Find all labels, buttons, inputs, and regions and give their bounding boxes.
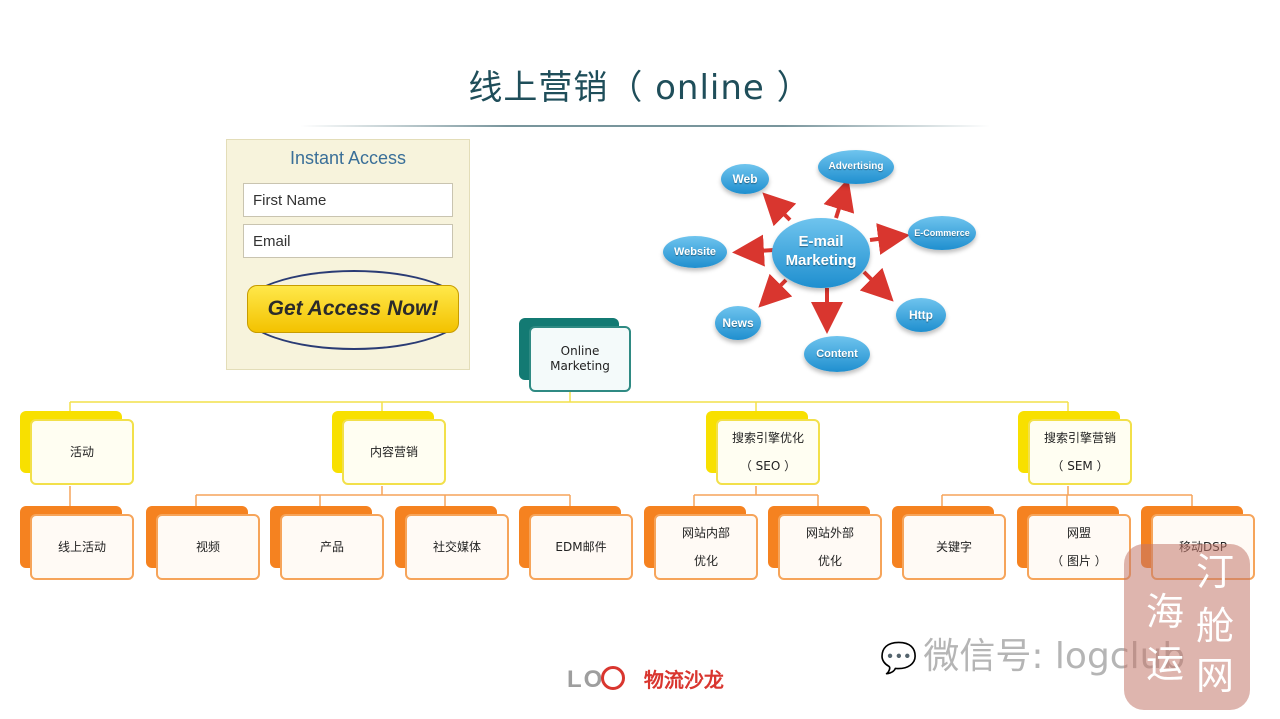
slide-title: 线上营销（ online ）: [468, 68, 812, 108]
cloud-arrows: [732, 178, 910, 334]
org-leaf-label: 社交媒体: [405, 514, 509, 580]
content-cloud: Content: [804, 336, 870, 372]
news-cloud: News: [715, 306, 761, 340]
org-leaf-label: 产品: [280, 514, 384, 580]
org-node-label: 内容营销: [342, 419, 446, 485]
button-swoosh: [241, 270, 467, 350]
org-node-label: 搜索引擎营销 （ SEM ）: [1028, 419, 1132, 485]
http-cloud: Http: [896, 298, 946, 332]
org-chart-connectors: [69, 390, 1193, 508]
org-leaf-label: EDM邮件: [529, 514, 633, 580]
org-leaf-label: 网站内部 优化: [654, 514, 758, 580]
wechat-icon: 💬: [880, 641, 918, 676]
org-leaf-label: 视频: [156, 514, 260, 580]
logo-cn-text: 物流沙龙: [643, 670, 724, 692]
website-cloud: Website: [663, 236, 727, 268]
org-leaf-label: 线上活动: [30, 514, 134, 580]
email-marketing-cloud: E-mail Marketing: [772, 218, 870, 288]
logclub-logo: LOG 物流沙龙: [567, 664, 724, 694]
arrow-news: [758, 273, 793, 308]
org-leaf-label: 网站外部 优化: [778, 514, 882, 580]
form-title: Instant Access: [289, 148, 407, 168]
seal-char: 海: [1146, 590, 1185, 634]
advertising-cloud: Advertising: [818, 150, 894, 184]
arrow-website: [732, 234, 775, 267]
logo-target-icon: [601, 666, 626, 690]
seal-char: 运: [1146, 642, 1185, 686]
instant-access-form: Instant Access First Name Email Get Acce…: [226, 139, 470, 370]
arrow-advertising: [823, 178, 855, 219]
seal-char: 网: [1196, 654, 1235, 698]
seal-char: 汀: [1196, 550, 1235, 594]
arrow-http: [859, 267, 894, 302]
org-leaf-label: 关键字: [902, 514, 1006, 580]
title-divider: [300, 125, 990, 127]
get-access-button[interactable]: Get Access Now!: [247, 285, 459, 333]
arrow-ecommerce: [869, 223, 910, 255]
org-node-label: 活动: [30, 419, 134, 485]
arrow-web: [762, 192, 797, 227]
org-leaf-label: 网盟 （ 图片 ）: [1027, 514, 1131, 580]
org-root-label: Online Marketing: [529, 326, 631, 392]
seal-watermark: 汀 舱 网 海 运: [1124, 544, 1250, 710]
first-name-field[interactable]: First Name: [243, 183, 453, 217]
org-node-label: 搜索引擎优化 （ SEO ）: [716, 419, 820, 485]
ecommerce-cloud: E-Commerce: [908, 216, 976, 250]
email-field[interactable]: Email: [243, 224, 453, 258]
web-cloud: Web: [721, 164, 769, 194]
seal-char: 舱: [1196, 604, 1235, 648]
